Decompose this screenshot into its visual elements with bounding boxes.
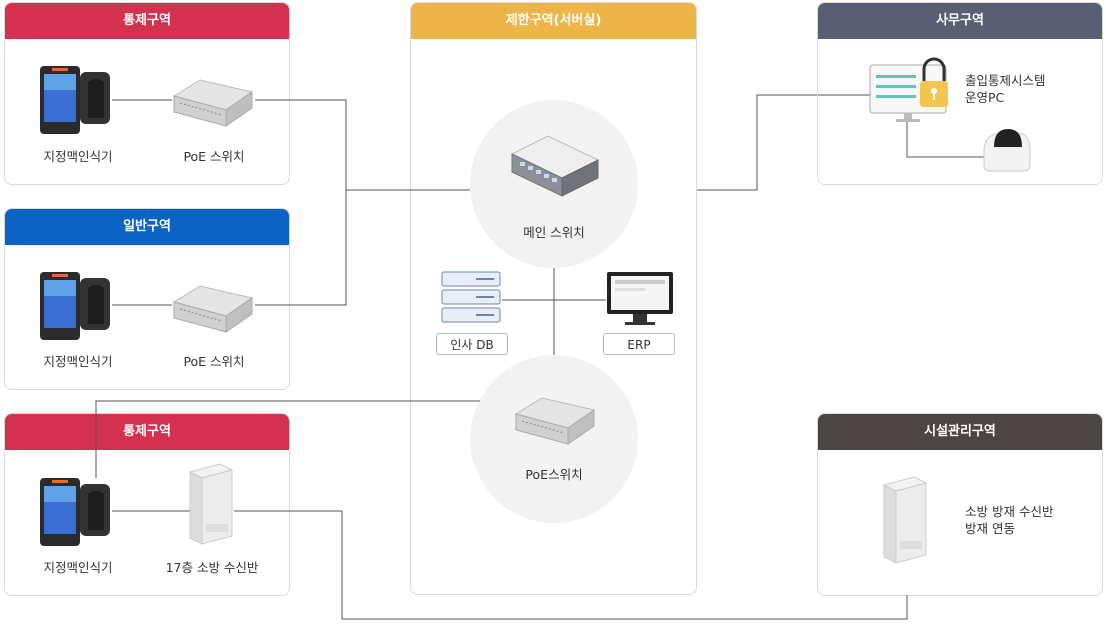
vein-reader-label: 지정맥인식기 <box>43 560 113 575</box>
fire-panel-interlock-label: 소방 방재 수신반 방재 연동 <box>965 503 1053 537</box>
zone-title: 제한구역(서버실) <box>411 3 696 39</box>
main-switch-icon <box>510 135 600 197</box>
access-pc-label-line2: 운영PC <box>965 90 1005 105</box>
access-pc-label: 출입통제시스템 운영PC <box>965 72 1046 106</box>
zone-office: 사무구역 <box>817 2 1103 185</box>
line-panel-facility <box>234 510 908 620</box>
zone-title: 통제구역 <box>5 3 289 39</box>
zone-title: 통제구역 <box>5 414 289 450</box>
hr-db-tag: 인사 DB <box>436 333 508 355</box>
fire-panel-icon <box>188 463 234 545</box>
poe-switch-icon <box>514 397 596 445</box>
zone-title: 일반구역 <box>5 209 289 245</box>
vein-reader-label: 지정맥인식기 <box>43 149 113 164</box>
monitor-icon <box>607 272 673 325</box>
poe-switch-label: PoE 스위치 <box>183 354 245 369</box>
vein-reader-icon <box>40 478 110 546</box>
main-switch-label: 메인 스위치 <box>523 225 585 240</box>
vein-reader-icon <box>40 272 110 340</box>
line-main-office <box>697 94 870 191</box>
vein-reader-label: 지정맥인식기 <box>43 354 113 369</box>
fire-panel-label: 17층 소방 수신반 <box>165 560 259 575</box>
zone-title: 시설관리구역 <box>818 414 1102 450</box>
line-switch1-main <box>255 99 470 191</box>
poe-switch-icon <box>172 79 254 127</box>
server-db-icon <box>441 271 501 323</box>
fingerprint-reader-icon <box>983 129 1031 172</box>
poe-switch-icon <box>172 285 254 333</box>
poe-switch-label: PoE스위치 <box>525 467 583 482</box>
fire-panel-label-line2: 방재 연동 <box>965 521 1015 536</box>
zone-title: 사무구역 <box>818 3 1102 39</box>
zone-facility: 시설관리구역 <box>817 413 1103 596</box>
poe-switch-label: PoE 스위치 <box>183 149 245 164</box>
access-pc-label-line1: 출입통제시스템 <box>965 73 1046 88</box>
fire-panel-label-line1: 소방 방재 수신반 <box>965 504 1054 519</box>
fire-panel-icon <box>882 476 928 564</box>
access-control-pc-icon <box>869 57 948 122</box>
vein-reader-icon <box>40 66 110 134</box>
erp-tag: ERP <box>603 333 675 355</box>
